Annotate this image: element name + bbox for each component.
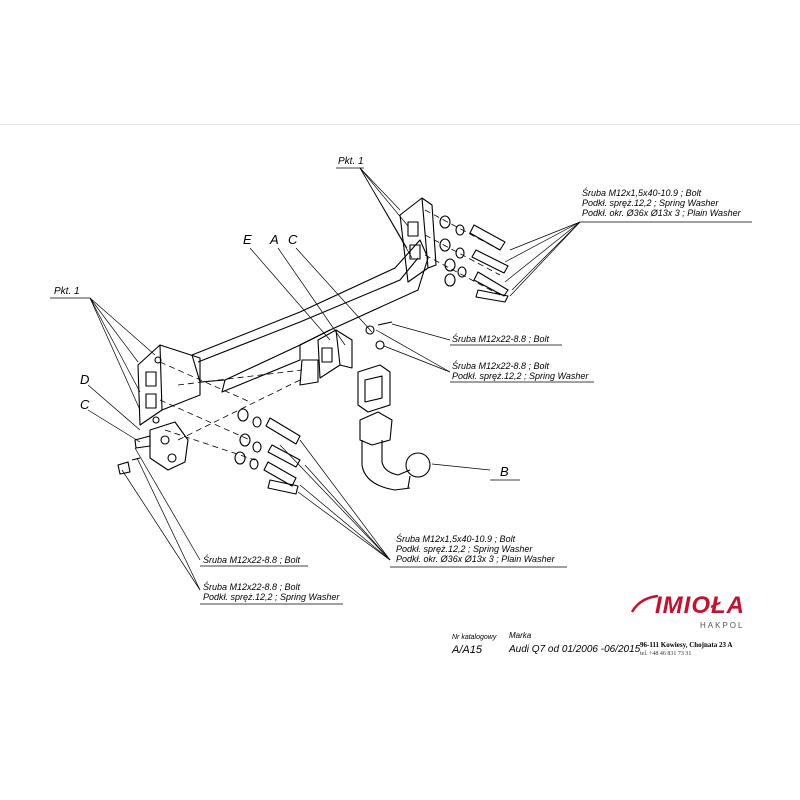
label-b: B bbox=[500, 464, 509, 479]
catalog-marka-value: Audi Q7 od 01/2006 -06/2015 bbox=[509, 644, 641, 655]
catalog-nr-value: A/A15 bbox=[452, 644, 482, 656]
callout-top-right: Śruba M12x1,5x40-10.9 ; Bolt Podkł. sprę… bbox=[582, 188, 741, 218]
pkt-label-top: Pkt. 1 bbox=[338, 156, 364, 167]
brand-address: 96-111 Kowiesy, Chojnata 23 A bbox=[640, 641, 733, 649]
callout-line: Podkł. spręż.12,2 ; Spring Washer bbox=[396, 544, 533, 554]
callout-line: Śruba M12x22-8.8 ; Bolt bbox=[203, 582, 301, 592]
callout-mid-bolt-washer: Śruba M12x22-8.8 ; Bolt Podkł. spręż.12,… bbox=[452, 361, 588, 381]
label-c-top: C bbox=[288, 232, 298, 247]
callout-bottom-left-bolt: Śruba M12x22-8.8 ; Bolt bbox=[203, 555, 301, 565]
brand-tel: tel. +48 46 831 73 31 bbox=[640, 651, 692, 657]
socket-bracket bbox=[357, 364, 391, 413]
callout-line: Podkł. okr. Ø36x Ø13x 3 ; Plain Washer bbox=[582, 208, 741, 218]
callout-underlines bbox=[50, 167, 752, 605]
catalog-nr-label: Nr katalogowy bbox=[452, 634, 497, 641]
brand-logo-swoosh bbox=[630, 594, 659, 613]
crossbar-beam bbox=[191, 239, 429, 393]
assembly-lines bbox=[159, 209, 501, 461]
left-bracket bbox=[137, 344, 201, 426]
callout-mid-bolt: Śruba M12x22-8.8 ; Bolt bbox=[452, 334, 550, 344]
callout-line: Śruba M12x1,5x40-10.9 ; Bolt bbox=[396, 534, 516, 544]
side-plate bbox=[117, 421, 189, 475]
brand-sub: HAKPOL bbox=[700, 621, 745, 630]
tow-hook bbox=[359, 411, 431, 491]
label-d: D bbox=[80, 372, 90, 387]
label-c-left: C bbox=[80, 397, 90, 412]
right-fasteners bbox=[439, 215, 509, 303]
center-mount-plate bbox=[299, 321, 393, 386]
callout-line: Podkł. spręż.12,2 ; Spring Washer bbox=[452, 371, 589, 381]
callout-line: Śruba M12x22-8.8 ; Bolt bbox=[452, 361, 550, 371]
top-divider bbox=[0, 124, 800, 125]
callout-bottom-left-bolt-washer: Śruba M12x22-8.8 ; Bolt Podkł. spręż.12,… bbox=[203, 582, 339, 602]
catalog-marka-label: Marka bbox=[509, 631, 532, 640]
callout-line: Śruba M12x1,5x40-10.9 ; Bolt bbox=[582, 188, 702, 198]
lower-fasteners bbox=[234, 408, 301, 495]
callout-line: Podkł. spręż.12,2 ; Spring Washer bbox=[203, 592, 340, 602]
callout-line: Podkł. spręż.12,2 ; Spring Washer bbox=[582, 198, 719, 208]
pkt-label-left: Pkt. 1 bbox=[54, 286, 80, 297]
callout-bottom-right: Śruba M12x1,5x40-10.9 ; Bolt Podkł. sprę… bbox=[396, 534, 555, 564]
leader-lines bbox=[87, 167, 581, 591]
label-a: A bbox=[270, 232, 279, 247]
right-bracket bbox=[399, 197, 437, 283]
callout-line: Podkł. okr. Ø36x Ø13x 3 ; Plain Washer bbox=[396, 554, 555, 564]
brand-logo: IMIOŁA bbox=[655, 592, 745, 619]
label-e: E bbox=[243, 232, 252, 247]
